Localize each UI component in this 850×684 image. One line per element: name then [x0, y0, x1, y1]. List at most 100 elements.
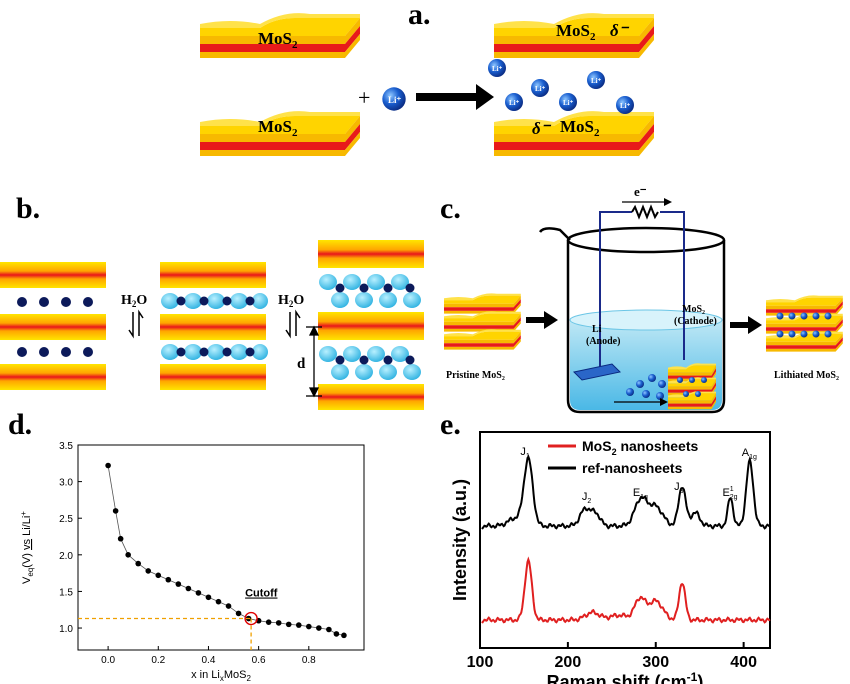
peak-label-main: E: [633, 487, 640, 499]
y-axis-label-e: Intensity (a.u.): [450, 479, 470, 601]
x-tick-label-e: 200: [555, 654, 582, 671]
data-point: [175, 581, 182, 587]
x-axis-label-d: x in LixMoS2: [191, 669, 251, 683]
y-tick-label-d: 2.0: [59, 551, 73, 562]
peak-label-sub: 1: [526, 453, 530, 460]
pristine-label: Pristine MoS₂: [446, 370, 505, 381]
svg-text:Li⁺: Li⁺: [492, 65, 503, 73]
panel-label-e: e.: [440, 408, 461, 441]
data-point: [125, 552, 131, 558]
x-tick-label-d: 0.6: [252, 655, 266, 666]
peak-label-sub: 3: [680, 488, 684, 495]
x-axis-label-part: -1: [687, 670, 698, 684]
equilibrium-arrows-2: [285, 309, 301, 339]
peak-label-sub: 1g: [749, 454, 757, 461]
data-point: [105, 462, 111, 469]
svg-text:Li⁺: Li⁺: [509, 99, 520, 107]
cutoff-marker: [244, 611, 258, 626]
d-spacing-label: d: [297, 356, 306, 372]
d-spacing-marker: [306, 325, 322, 398]
data-point: [295, 622, 302, 628]
y-axis-label-part: (V): [21, 550, 33, 568]
legend-label-mos2: MoS2 nanosheets: [582, 438, 698, 457]
peak-label-sup: 1: [730, 486, 734, 493]
legend-label-ref: ref-nanosheets: [582, 460, 683, 476]
delta-label-a4: δ⁻: [532, 119, 552, 138]
peak-label-main: J: [582, 491, 588, 503]
y-tick-label-d: 1.5: [59, 587, 73, 598]
mos2-cathode: [668, 363, 716, 410]
peak-label-main: J: [674, 481, 680, 493]
panel-a: MoS2 MoS2 MoS2 δ⁻ δ⁻ MoS2 + Li⁺ Li⁺ Li⁺ …: [200, 13, 654, 156]
peak-label-sub: 2g: [730, 494, 738, 501]
h2o-label-1: H2O: [121, 293, 147, 309]
panel-label-b: b.: [16, 192, 41, 225]
anode-label-line1: Li: [592, 324, 602, 335]
x-tick-label-e: 100: [467, 654, 494, 671]
y-axis-label-part: eq: [26, 568, 35, 577]
external-circuit: [599, 204, 685, 368]
li-anode: [572, 363, 622, 381]
y-tick-label-d: 3.5: [59, 441, 73, 452]
data-point: [306, 623, 312, 630]
data-point: [185, 585, 192, 592]
sheet-label-a1: MoS2: [258, 29, 298, 51]
electron-label: e⁻: [634, 184, 647, 199]
data-point: [333, 631, 340, 637]
data-point: [215, 598, 222, 605]
li-ion-reactant: Li⁺: [382, 87, 406, 111]
x-tick-label-e: 400: [730, 654, 757, 671]
series-mos2-nanosheets: [481, 556, 771, 624]
y-axis-label-part: V: [21, 576, 33, 584]
sheet-label-a4: MoS2: [560, 117, 600, 139]
plot-frame-d: [77, 444, 365, 651]
data-point: [145, 568, 152, 574]
peak-label: J2: [582, 491, 592, 505]
equilibrium-arrows-1: [128, 309, 144, 339]
peak-label-sub: 2: [587, 498, 591, 505]
x-tick-label-d: 0.2: [151, 655, 165, 666]
sheet-label-a2: MoS2: [258, 117, 298, 139]
pristine-mos2-stack: [444, 293, 521, 350]
data-point: [275, 620, 282, 626]
lithiated-mos2-stack: [766, 295, 843, 352]
x-axis-label-part: x in Li: [191, 669, 220, 681]
plus-sign: +: [358, 85, 370, 110]
peak-label-sub: 1g: [640, 494, 648, 501]
x-axis-label-part: Raman shift (cm: [547, 672, 687, 684]
electron-arrow: [622, 198, 672, 206]
svg-text:Li⁺: Li⁺: [388, 95, 402, 105]
data-point: [316, 625, 322, 631]
x-tick-label-d: 0.0: [101, 655, 115, 666]
panel-label-c: c.: [440, 192, 461, 225]
panel-label-d: d.: [8, 408, 33, 441]
legend-label-part: nanosheets: [617, 438, 699, 454]
data-point: [326, 626, 332, 633]
cutoff-label: Cutoff: [245, 588, 278, 600]
svg-text:Li⁺: Li⁺: [535, 85, 546, 93]
x-tick-label-d: 0.4: [202, 655, 216, 666]
lithiated-label: Lithiated MoS₂: [774, 370, 839, 381]
y-axis-label-d: Veq(V) vs Li/Li+: [19, 511, 35, 584]
y-tick-label-d: 3.0: [59, 478, 73, 489]
y-axis-label-part: Li/Li: [21, 516, 33, 539]
series-ref-nanosheets: [481, 454, 771, 530]
y-tick-label-d: 1.0: [59, 624, 73, 635]
legend-label-part: 2: [612, 447, 617, 457]
x-axis-label-part: MoS: [224, 669, 247, 681]
reaction-arrow: [416, 84, 494, 110]
peak-label: J3: [674, 481, 684, 495]
cathode-label-line2: (Cathode): [674, 316, 717, 327]
panel-c: Pristine MoS₂ e⁻ Li (Anode): [444, 184, 843, 414]
panel-label-a: a.: [408, 0, 431, 31]
svg-text:Li⁺: Li⁺: [620, 102, 631, 110]
arrow-from-beaker: [730, 316, 762, 334]
layer-stack-two-water: [318, 240, 424, 410]
anode-label-line2: (Anode): [586, 336, 620, 347]
peak-label: J1: [520, 446, 530, 460]
x-axis-label-part: 2: [246, 674, 251, 683]
peak-label: E1g: [633, 487, 648, 501]
